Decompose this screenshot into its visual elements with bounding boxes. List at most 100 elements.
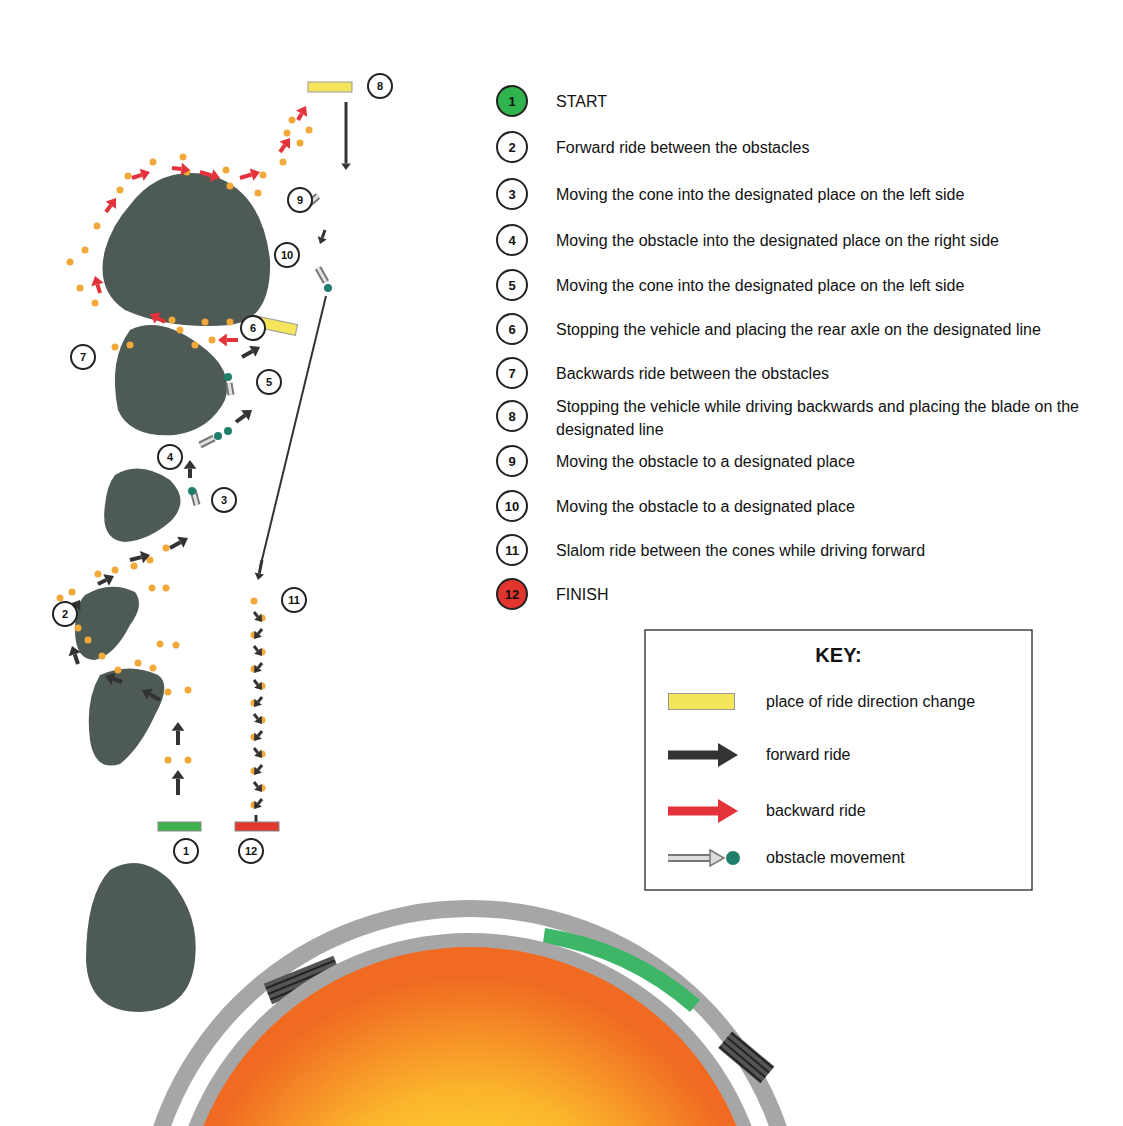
- step-number: 7: [80, 351, 86, 363]
- arrow-head: [254, 784, 262, 792]
- step-description: Moving the obstacle to a designated plac…: [556, 495, 1116, 518]
- ride-arrow: [236, 415, 245, 422]
- ride-arrow: [113, 679, 122, 682]
- step-number: 4: [167, 451, 173, 463]
- legend-text: place of ride direction change: [766, 693, 975, 711]
- ride-arrow: [98, 580, 106, 584]
- cone: [251, 598, 258, 605]
- key-heading: KEY:: [815, 644, 861, 667]
- ride-arrow: [254, 714, 258, 719]
- cone: [165, 757, 172, 764]
- move-arrow: [200, 438, 214, 445]
- step-number: 8: [377, 80, 383, 92]
- key-frame: [645, 630, 1032, 890]
- ride-arrow: [254, 782, 258, 787]
- move-arrow: [229, 383, 231, 395]
- cone: [85, 637, 92, 644]
- arrow-head: [172, 770, 185, 779]
- ride-arrow: [258, 765, 262, 770]
- arrow-head: [172, 722, 185, 731]
- arrow-head: [254, 801, 262, 809]
- step-description: Stopping the vehicle while driving backw…: [556, 395, 1116, 441]
- arrow-head: [184, 460, 197, 469]
- step-number: 3: [221, 494, 227, 506]
- cone: [227, 319, 234, 326]
- step-circle: 2: [495, 130, 529, 164]
- ride-arrow: [254, 748, 258, 753]
- cone: [127, 342, 134, 349]
- ride-arrow: [188, 469, 192, 478]
- ride-arrow: [170, 542, 180, 548]
- cone: [192, 342, 199, 349]
- cone: [223, 167, 230, 174]
- step-circle: 4: [495, 223, 529, 257]
- cone: [255, 190, 262, 197]
- move-arrow: [318, 268, 326, 282]
- step-circle: 5: [495, 268, 529, 302]
- ride-arrow: [345, 102, 348, 163]
- step-number: 2: [62, 608, 68, 620]
- cone: [112, 344, 119, 351]
- arrow-head: [140, 169, 150, 181]
- arrow-head: [254, 631, 262, 639]
- step-number: 12: [505, 587, 519, 602]
- circle-outline: [497, 225, 527, 255]
- step-circle: 5: [255, 368, 283, 396]
- cone: [115, 667, 122, 674]
- cone: [177, 327, 184, 334]
- arrow-head: [69, 646, 81, 656]
- step-circle: 3: [495, 177, 529, 211]
- legend-text: backward ride: [766, 802, 866, 820]
- step-description: Moving the cone into the designated plac…: [556, 183, 1116, 206]
- cone: [165, 689, 172, 696]
- cone: [169, 317, 176, 324]
- circle-outline: [158, 445, 182, 469]
- step-number: 1: [183, 845, 189, 857]
- step-circle: 6: [239, 314, 267, 342]
- cone: [185, 687, 192, 694]
- cone: [260, 172, 267, 179]
- legend-samples: [668, 743, 740, 866]
- arrow-head: [106, 198, 116, 209]
- arrow-head: [142, 689, 153, 700]
- move-arrow: [318, 268, 326, 282]
- step-circle: 12: [237, 837, 265, 865]
- cone: [67, 259, 74, 266]
- circle-outline: [497, 132, 527, 162]
- ride-arrow: [158, 318, 165, 322]
- cone: [99, 653, 106, 660]
- arrow-head: [250, 168, 260, 180]
- step-number: 5: [508, 278, 515, 293]
- arrow-head: [254, 648, 262, 656]
- circle-outline: [53, 602, 77, 626]
- step-number: 1: [508, 94, 515, 109]
- arrow-head: [249, 346, 260, 357]
- ride-arrow: [227, 338, 238, 342]
- step-description: Backwards ride between the obstacles: [556, 362, 1116, 385]
- ride-arrow: [254, 612, 258, 617]
- moved-obstacle: [214, 432, 222, 440]
- step-description: Moving the obstacle into the designated …: [556, 229, 1116, 252]
- arrow-head: [241, 410, 252, 420]
- step-circle: 11: [280, 586, 308, 614]
- step-number: 6: [250, 322, 256, 334]
- ride-arrow: [258, 629, 262, 634]
- arrow-head: [254, 682, 262, 690]
- cone: [112, 567, 119, 574]
- circle-outline: [497, 401, 527, 431]
- circle-outline: [497, 314, 527, 344]
- arrow-head: [296, 106, 307, 117]
- cone: [185, 757, 192, 764]
- step-circle: 8: [366, 72, 394, 100]
- step-number: 11: [505, 543, 519, 558]
- circle-outline: [497, 358, 527, 388]
- step-number: 2: [508, 140, 515, 155]
- cone: [284, 130, 291, 137]
- ride-arrow: [172, 168, 181, 169]
- cone: [117, 187, 124, 194]
- arrow-head: [254, 665, 262, 673]
- step-circle: 1: [172, 837, 200, 865]
- cone: [297, 140, 304, 147]
- move-arrow: [200, 438, 214, 445]
- transfer-line: [260, 296, 326, 568]
